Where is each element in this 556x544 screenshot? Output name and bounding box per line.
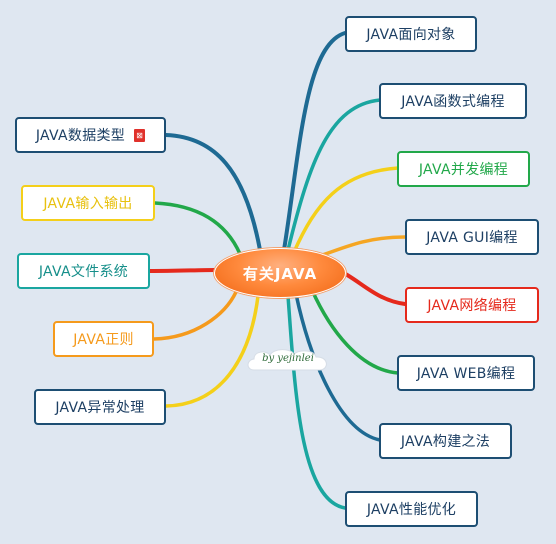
- node-concurrency[interactable]: JAVA并发编程: [397, 151, 530, 187]
- branch-network: [336, 268, 407, 306]
- branch-filesystem: [148, 268, 218, 273]
- branch-gui: [318, 235, 407, 258]
- node-oop[interactable]: JAVA面向对象: [345, 16, 477, 52]
- central-topic[interactable]: 有关JAVA: [214, 248, 346, 298]
- author-label: by yejinlei: [262, 353, 314, 364]
- branch-oop: [282, 31, 347, 252]
- node-io[interactable]: JAVA输入输出: [21, 185, 155, 221]
- node-build[interactable]: JAVA构建之法: [379, 423, 512, 459]
- branch-concurrency: [292, 166, 400, 254]
- author-cloud: by yejinlei: [244, 346, 332, 376]
- branch-datatypes: [164, 133, 262, 252]
- node-functional[interactable]: JAVA函数式编程: [379, 83, 527, 119]
- branch-web: [310, 288, 400, 375]
- branch-exceptions: [164, 294, 260, 408]
- node-exceptions[interactable]: JAVA异常处理: [34, 389, 166, 425]
- branch-io: [153, 201, 242, 256]
- node-performance[interactable]: JAVA性能优化: [345, 491, 478, 527]
- node-datatypes-label: JAVA数据类型: [35, 128, 126, 144]
- branch-functional: [286, 98, 382, 252]
- branch-build: [294, 292, 382, 442]
- node-filesystem[interactable]: JAVA文件系统: [17, 253, 150, 289]
- node-network[interactable]: JAVA网络编程: [405, 287, 539, 323]
- node-datatypes[interactable]: JAVA数据类型 ⊠: [15, 117, 166, 153]
- node-gui[interactable]: JAVA GUI编程: [405, 219, 539, 255]
- node-regex[interactable]: JAVA正则: [53, 321, 154, 357]
- cloud-icon: [247, 349, 327, 371]
- node-web[interactable]: JAVA WEB编程: [397, 355, 535, 391]
- branch-performance: [286, 294, 347, 510]
- pdf-icon[interactable]: ⊠: [134, 128, 146, 142]
- branch-regex: [152, 290, 238, 341]
